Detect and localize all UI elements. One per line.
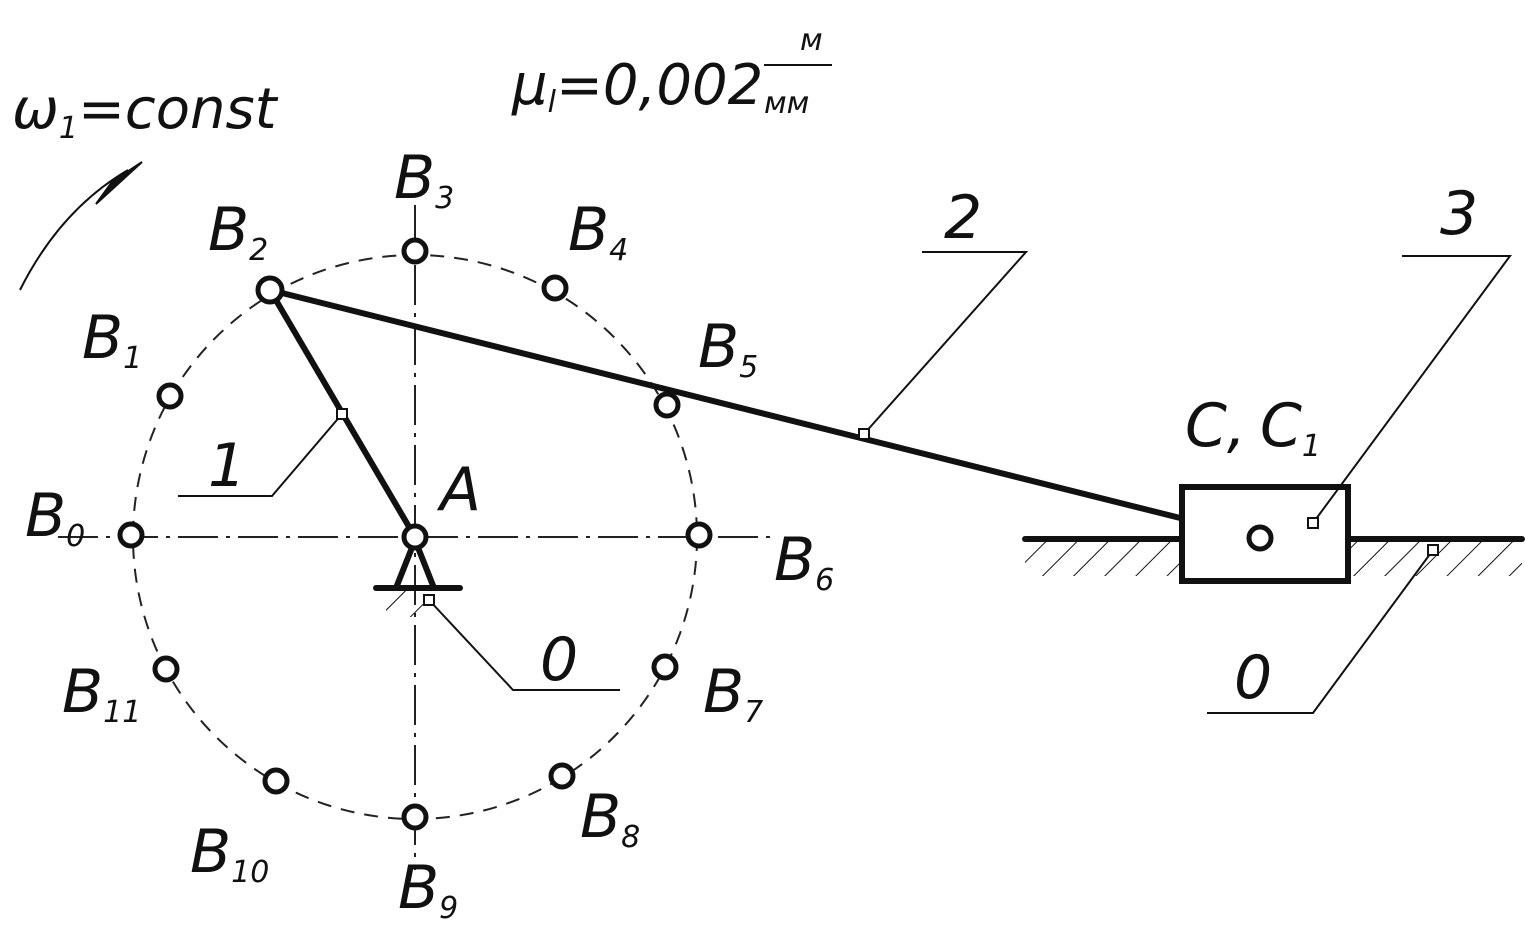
joint-b5 — [653, 391, 681, 419]
marker-crank — [336, 408, 348, 420]
marker-rod — [858, 428, 870, 440]
point-label-b2: B2 — [208, 195, 268, 268]
marker-frame-right — [1427, 544, 1439, 556]
scale-label: μl=0,002 — [511, 53, 763, 120]
scale-unit-denominator: мм — [764, 86, 809, 121]
point-label-b3: B3 — [394, 143, 454, 216]
point-label-b7: B7 — [703, 657, 763, 730]
point-label-b5: B5 — [698, 312, 758, 385]
omega-label: ω1=const — [12, 77, 279, 146]
slider-joint-c — [1246, 524, 1274, 552]
point-label-b4: B4 — [568, 195, 628, 268]
joint-b7 — [651, 653, 679, 681]
joint-b8 — [548, 762, 576, 790]
scale-unit-numerator: м — [800, 23, 823, 58]
pivot-label: A — [436, 455, 481, 525]
link-number-rod: 2 — [944, 183, 982, 253]
leader-slider — [1312, 255, 1512, 524]
rotation-arrow-icon — [19, 169, 129, 291]
slider-label: C,C1 — [1185, 391, 1321, 464]
joint-b1 — [156, 382, 184, 410]
rotation-arrowhead-icon — [95, 161, 143, 205]
link-number-slider: 3 — [1440, 179, 1478, 249]
point-label-b9: B9 — [398, 853, 458, 926]
leader-frame-left — [428, 599, 620, 691]
point-label-b1: B1 — [82, 303, 142, 376]
point-label-b11: B11 — [62, 657, 141, 730]
joint-b11 — [152, 655, 180, 683]
point-label-b8: B8 — [580, 782, 640, 855]
leader-frame-right — [1207, 549, 1434, 714]
joint-b10 — [262, 767, 290, 795]
joint-b4 — [541, 274, 569, 302]
point-label-b0: B0 — [25, 481, 85, 554]
leader-rod — [863, 251, 1029, 435]
pivot-joint-a — [401, 523, 429, 551]
joint-b6 — [685, 521, 713, 549]
joint-b9 — [401, 803, 429, 831]
joint-b3 — [401, 237, 429, 265]
connecting-rod — [267, 287, 1263, 541]
point-label-b6: B6 — [774, 525, 834, 598]
marker-frame-left — [423, 594, 435, 606]
crank-positions — [117, 237, 713, 831]
marker-slider — [1307, 517, 1319, 529]
link-number-frame-right: 0 — [1234, 643, 1272, 713]
joint-b0 — [117, 521, 145, 549]
link-number-crank: 1 — [208, 431, 246, 501]
guide-hatch-left — [1025, 542, 1182, 576]
link-number-frame-left: 0 — [540, 625, 578, 695]
point-label-b10: B10 — [190, 817, 269, 890]
joint-b2 — [255, 275, 285, 305]
leader-crank — [178, 413, 343, 497]
